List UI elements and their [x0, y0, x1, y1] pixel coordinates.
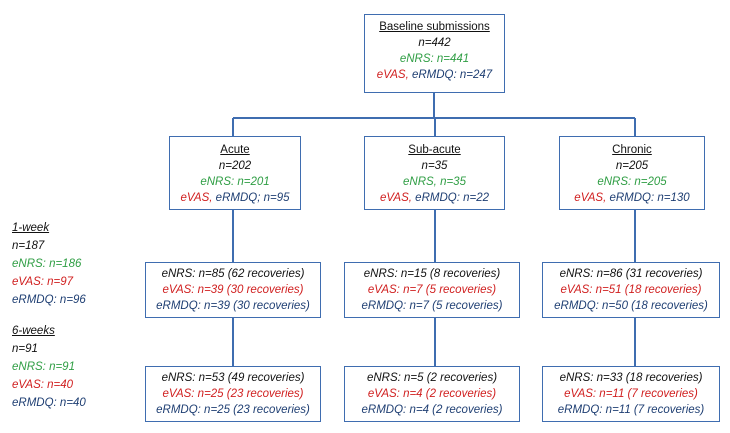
side-week6-enrs: eNRS: n=91: [12, 361, 75, 373]
acute-week1-ermdq: eRMDQ: n=39 (30 recoveries): [156, 300, 310, 312]
subacute-ermdq: eRMDQ: n=22: [415, 192, 489, 204]
chronic-week6-ermdq: eRMDQ: n=11 (7 recoveries): [557, 404, 705, 416]
subacute-enrs: eNRS, n=35: [403, 176, 466, 188]
chronic-week6-box: eNRS: n=33 (18 recoveries) eVAS: n=11 (7…: [542, 366, 720, 422]
baseline-evas: eVAS,: [376, 69, 409, 81]
acute-ermdq: eRMDQ; n=95: [215, 192, 290, 204]
side-week1-ermdq: eRMDQ: n=96: [12, 294, 86, 306]
chronic-enrs: eNRS: n=205: [597, 176, 667, 188]
chronic-ermdq: eRMDQ: n=130: [609, 192, 690, 204]
acute-week6-box: eNRS: n=53 (49 recoveries) eVAS: n=25 (2…: [145, 366, 321, 422]
acute-week6-enrs: eNRS: n=53 (49 recoveries): [161, 372, 305, 384]
side-week6-summary: 6-weeks n=91 eNRS: n=91 eVAS: n=40 eRMDQ…: [12, 322, 86, 412]
chronic-week1-ermdq: eRMDQ: n=50 (18 recoveries): [554, 300, 708, 312]
side-week1-n: n=187: [12, 240, 45, 252]
subacute-box: Sub-acute n=35 eNRS, n=35 eVAS, eRMDQ: n…: [364, 136, 505, 210]
chronic-week1-evas: eVAS: n=51 (18 recoveries): [560, 284, 702, 296]
side-week1-enrs: eNRS: n=186: [12, 258, 82, 270]
side-week6-ermdq: eRMDQ: n=40: [12, 397, 86, 409]
chronic-box: Chronic n=205 eNRS: n=205 eVAS, eRMDQ: n…: [559, 136, 705, 210]
baseline-box: Baseline submissions n=442 eNRS: n=441 e…: [364, 14, 505, 93]
side-week6-title: 6-weeks: [12, 325, 55, 337]
chronic-evas: eVAS,: [574, 192, 607, 204]
side-week6-n: n=91: [12, 343, 38, 355]
subacute-title: Sub-acute: [408, 144, 461, 156]
subacute-week6-box: eNRS: n=5 (2 recoveries) eVAS: n=4 (2 re…: [344, 366, 520, 422]
chronic-week6-enrs: eNRS: n=33 (18 recoveries): [559, 372, 703, 384]
chronic-title: Chronic: [612, 144, 652, 156]
side-week1-summary: 1-week n=187 eNRS: n=186 eVAS: n=97 eRMD…: [12, 219, 86, 309]
acute-n: n=202: [218, 160, 252, 172]
subacute-week1-ermdq: eRMDQ: n=7 (5 recoveries): [361, 300, 503, 312]
baseline-title: Baseline submissions: [379, 21, 490, 33]
acute-box: Acute n=202 eNRS: n=201 eVAS, eRMDQ; n=9…: [169, 136, 301, 210]
subacute-week6-enrs: eNRS: n=5 (2 recoveries): [366, 372, 498, 384]
subacute-evas: eVAS,: [380, 192, 412, 204]
subacute-week1-box: eNRS: n=15 (8 recoveries) eVAS: n=7 (5 r…: [344, 262, 520, 318]
chronic-week1-box: eNRS: n=86 (31 recoveries) eVAS: n=51 (1…: [542, 262, 720, 318]
acute-enrs: eNRS: n=201: [200, 176, 270, 188]
chronic-n: n=205: [615, 160, 649, 172]
acute-title: Acute: [220, 144, 250, 156]
subacute-week1-enrs: eNRS: n=15 (8 recoveries): [363, 268, 501, 280]
chronic-week6-evas: eVAS: n=11 (7 recoveries): [564, 388, 698, 400]
baseline-ermdq: eRMDQ: n=247: [411, 69, 493, 81]
acute-evas: eVAS,: [180, 192, 213, 204]
acute-week1-enrs: eNRS: n=85 (62 recoveries): [161, 268, 305, 280]
chronic-week1-enrs: eNRS: n=86 (31 recoveries): [559, 268, 703, 280]
baseline-n: n=442: [418, 37, 451, 49]
acute-week1-evas: eVAS: n=39 (30 recoveries): [162, 284, 304, 296]
acute-week1-box: eNRS: n=85 (62 recoveries) eVAS: n=39 (3…: [145, 262, 321, 318]
subacute-week6-evas: eVAS: n=4 (2 recoveries): [367, 388, 497, 400]
side-week1-evas: eVAS: n=97: [12, 276, 74, 288]
acute-week6-evas: eVAS: n=25 (23 recoveries): [162, 388, 304, 400]
acute-week6-ermdq: eRMDQ: n=25 (23 recoveries): [156, 404, 310, 416]
side-week1-title: 1-week: [12, 222, 50, 234]
side-week6-evas: eVAS: n=40: [12, 379, 74, 391]
subacute-week1-evas: eVAS: n=7 (5 recoveries): [367, 284, 497, 296]
subacute-n: n=35: [421, 160, 448, 172]
baseline-enrs: eNRS: n=441: [399, 53, 470, 65]
subacute-week6-ermdq: eRMDQ: n=4 (2 recoveries): [361, 404, 503, 416]
